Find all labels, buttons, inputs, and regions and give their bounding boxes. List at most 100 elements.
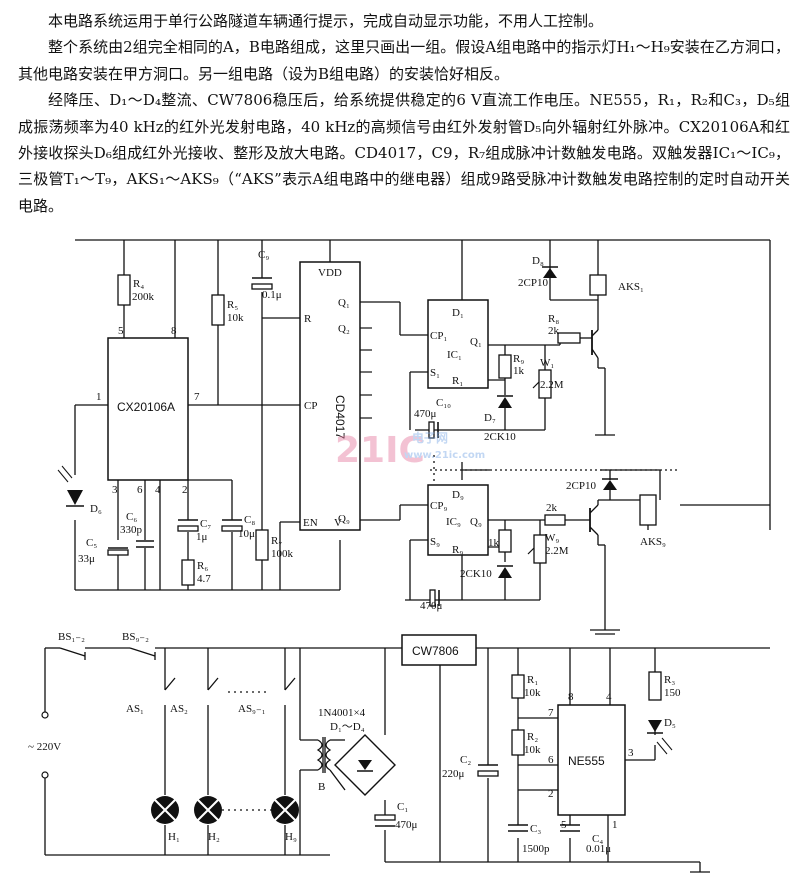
ground-symbol (690, 862, 710, 873)
aks9-relay: AKS₉ (639, 494, 666, 548)
cd4017-pin-vss: V (334, 517, 342, 529)
r10-value: 2k (546, 502, 558, 514)
c8-capacitor: C₈ 10μ (221, 514, 255, 540)
cx-pin-6: 6 (137, 484, 143, 496)
mains-terminals: ~ 220V (28, 711, 61, 779)
diodes-range: D₁～D₄ (330, 721, 365, 733)
bs9-label: BS₉₋₂ (122, 631, 149, 643)
bs1-label: BS₁₋₂ (58, 631, 85, 643)
lamps: H₁ H₂ H₉ (151, 796, 299, 843)
ic9-pin-q: Q₉ (470, 516, 482, 528)
w1-label: W₁ (540, 357, 554, 369)
c7-value: 1μ (196, 531, 208, 543)
ne555-pin-2: 2 (548, 788, 554, 800)
c5-value: 33μ (78, 553, 95, 565)
w1-value: 2.2M (540, 379, 564, 391)
cx20106a-chip: CX20106A 1 5 8 7 3 6 4 2 (96, 325, 200, 496)
cw7806-regulator: CW7806 (401, 634, 477, 666)
r5-resistor: R₅ 10k (211, 294, 244, 326)
ic1-pin-d: D₁ (452, 307, 464, 319)
r9-value: 1k (513, 365, 525, 377)
c10-capacitor: C₁₀ 470μ (414, 397, 451, 439)
wires-lower (44, 647, 770, 863)
ic1-label: IC₁ (447, 349, 462, 361)
cx-pin-1: 1 (96, 391, 102, 403)
r3-label: R₃ (664, 674, 675, 686)
cd4017-q1: Q₁ (338, 297, 350, 309)
ic9-pin-s: S₉ (430, 536, 440, 548)
ic9-label: IC₉ (446, 516, 461, 528)
d5-label: D₅ (664, 717, 676, 729)
paragraph-2: 整个系统由2组完全相同的A，B电路组成，这里只画出一组。假设A组电路中的指示灯H… (18, 38, 790, 83)
article-text: 本电路系统运用于单行公路隧道车辆通行提示，完成自动显示功能，不用人工控制。 整个… (18, 8, 790, 219)
cx-pin-3: 3 (112, 484, 118, 496)
relay-contacts-as: AS₁ AS₂ AS₉₋₁ (126, 677, 296, 715)
c2-capacitor: C₂ 220μ (442, 754, 499, 780)
ne555-pin-8: 8 (568, 691, 574, 703)
cx-pin-4: 4 (155, 484, 161, 496)
r5-value: 10k (227, 312, 244, 324)
transformer-b: B (316, 737, 332, 793)
r6-resistor: R₆ 4.7 (181, 559, 211, 586)
ic1-pin-r: R₁ (452, 375, 463, 387)
transformer-label: B (318, 781, 325, 793)
r3-resistor: R₃ 150 (648, 671, 681, 701)
d7-value: 2CK10 (484, 431, 516, 443)
ne555-pin-5: 5 (561, 819, 567, 831)
watermark-url: www.21ic.com (404, 450, 485, 461)
r7-value: 100k (271, 548, 294, 560)
t1-transistor (591, 329, 599, 359)
ne555-pin-1: 1 (612, 819, 618, 831)
c3-label: C₃ (530, 823, 541, 835)
r9-label: R₉ (513, 353, 524, 365)
r4-label: R₄ (133, 278, 144, 290)
w9-potentiometer: W₉ 2.2M (527, 532, 569, 564)
d8-label: D₈ (532, 255, 544, 267)
aks1-relay: AKS₁ (589, 274, 644, 296)
r8-label: R₈ (548, 313, 559, 325)
ne555-chip: NE555 8 4 7 6 2 3 5 1 (548, 691, 634, 831)
c8-label: C₈ (244, 514, 255, 526)
bridge-rectifier: 1N4001×4 D₁～D₄ (318, 707, 396, 796)
aks9-label: AKS₉ (640, 536, 666, 548)
cd4017-q9: Q₉ (338, 513, 350, 525)
lamp-h1: H₁ (151, 796, 180, 843)
w9-value: 2.2M (545, 545, 569, 557)
ne555-pin-7: 7 (548, 707, 554, 719)
r9-resistor: R₉ 1k (498, 353, 525, 379)
mains-label: ~ 220V (28, 741, 61, 753)
ic1-pin-cp: CP₁ (430, 330, 447, 342)
as2-label: AS₂ (170, 703, 188, 715)
watermark-brand: 21IC (335, 430, 425, 471)
r1-label: R₁ (527, 674, 538, 686)
c10-value: 470μ (414, 408, 437, 420)
wires-upper (74, 239, 771, 635)
ic9-pin-d: D₉ (452, 489, 464, 501)
h2-label: H₂ (208, 831, 220, 843)
r10-resistor: 2k (544, 502, 566, 526)
cd4017-pin-cp: CP (304, 400, 317, 412)
cd4017-vdd: VDD (318, 267, 342, 279)
r1-value: 10k (524, 687, 541, 699)
c4-label: C₄ (592, 833, 603, 845)
c2-label: C₂ (460, 754, 471, 766)
r6-value: 4.7 (197, 573, 211, 585)
r7-label: R₇ (271, 535, 282, 547)
cx-pin-2: 2 (182, 484, 188, 496)
d7-diode: D₇ 2CK10 (484, 395, 516, 443)
watermark: 21IC 电子网 www.21ic.com (335, 430, 485, 471)
c4-capacitor: C₄ 0.01μ (560, 824, 611, 855)
r2-resistor: R₂ 10k (511, 729, 541, 756)
cx-pin-8: 8 (171, 325, 177, 337)
c6-label: C₆ (126, 511, 137, 523)
c3-capacitor: C₃ 1500p (508, 823, 550, 855)
lamp-h2: H₂ (194, 796, 222, 843)
ic9-pin-cp: CP₉ (430, 500, 447, 512)
relay-contacts-bs: BS₁₋₂ BS₉₋₂ (58, 631, 156, 660)
ic1-flipflop: D₁ CP₁ Q₁ IC₁ S₁ R₁ (427, 299, 489, 389)
r11-value: 1k (488, 537, 500, 549)
c6-capacitor: C₆ 330p (120, 511, 154, 548)
c1-value: 470μ (395, 819, 418, 831)
d8-value: 2CP10 (518, 277, 548, 289)
aks1-label: AKS₁ (618, 281, 644, 293)
